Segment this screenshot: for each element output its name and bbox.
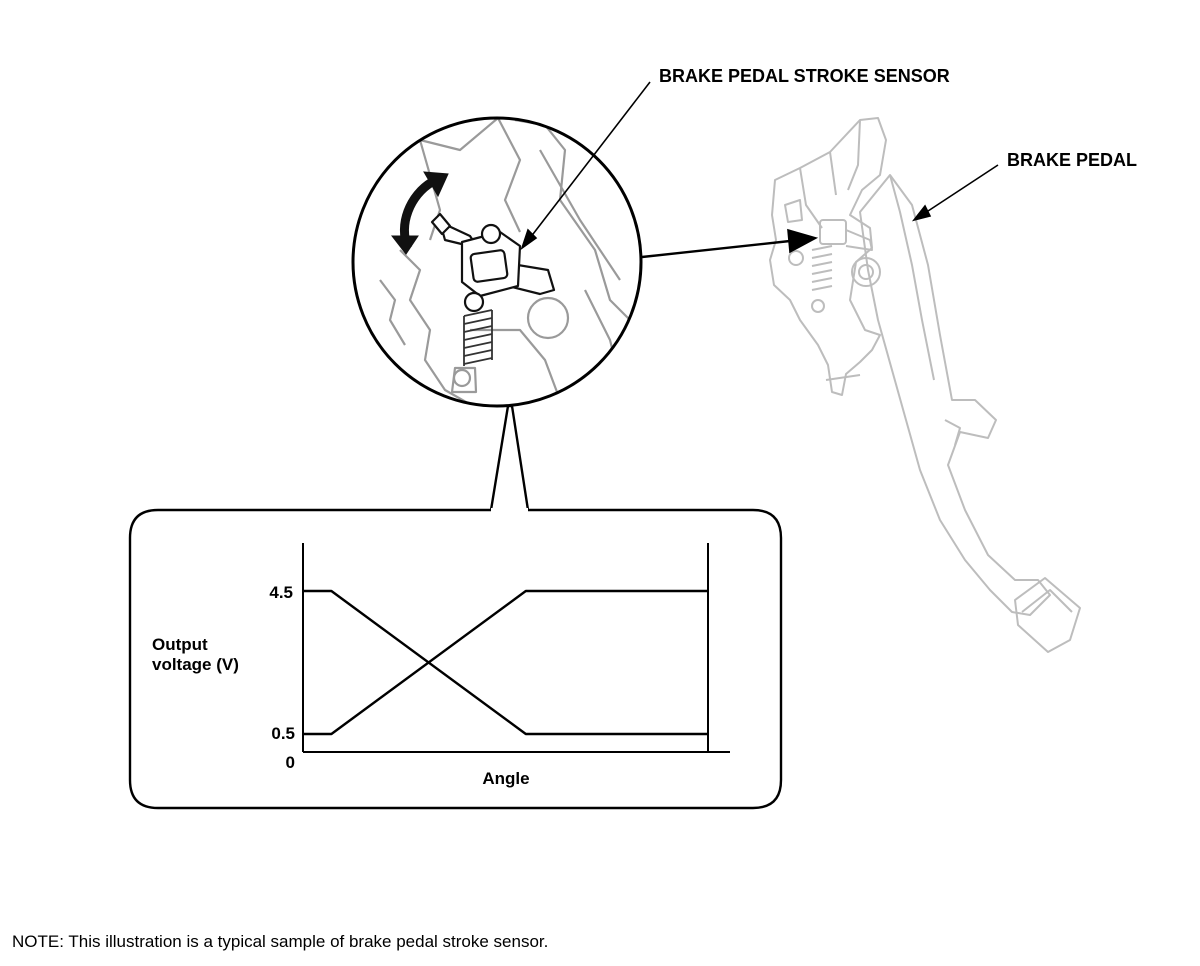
voltage-trace-2 [303,589,708,736]
voltage-angle-graph: 4.5 0.5 0 Output voltage (V) Angle [152,543,730,788]
x-axis-label: Angle [482,769,529,788]
y-tick-label-0-5: 0.5 [271,724,295,743]
magnified-sensor-view [351,116,643,408]
footnote: NOTE: This illustration is a typical sam… [12,932,549,951]
brake-pedal-stroke-sensor-label: BRAKE PEDAL STROKE SENSOR [659,66,950,86]
y-tick-label-0: 0 [286,753,295,772]
brake-pedal-label: BRAKE PEDAL [1007,150,1137,170]
leader-lines [520,81,999,259]
y-axis-label-line1: Output [152,635,208,654]
y-axis-label-line2: voltage (V) [152,655,239,674]
brake-pedal-assembly [769,117,1081,653]
y-tick-label-4-5: 4.5 [269,583,293,602]
rotation-arrow [390,171,449,255]
magnified-stroke-sensor [430,212,556,313]
magnifier-circle [351,116,643,408]
magnified-spring [463,309,493,366]
graph-callout-box [128,404,783,810]
